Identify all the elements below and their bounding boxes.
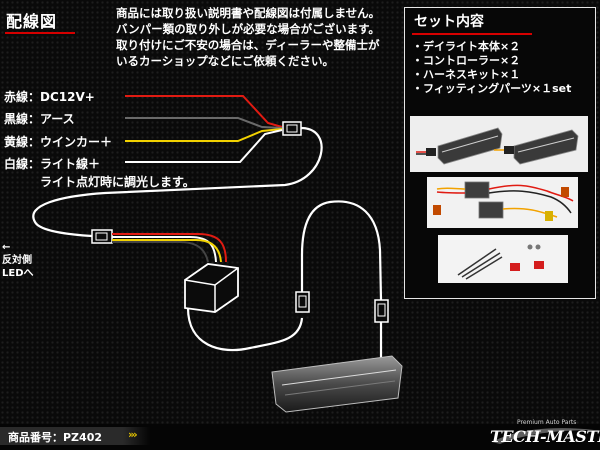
page-title: 配線図 bbox=[6, 12, 58, 31]
brand-logo: TECH-MASTER bbox=[490, 427, 600, 446]
daylight-lamp-icon bbox=[437, 127, 503, 165]
wire-label-black: 黒線：アース bbox=[4, 112, 75, 126]
side-label-line: 反対側 bbox=[2, 255, 32, 266]
wire-note: ライト点灯時に調光します。 bbox=[40, 175, 195, 189]
connector-icon bbox=[91, 229, 113, 244]
notice-line: 商品には取り扱い説明書や配線図は付属しません。 bbox=[116, 6, 381, 20]
connector-icon bbox=[295, 291, 310, 313]
list-item: ・フィッティングパーツ×１set bbox=[412, 82, 572, 95]
photo-daylight-units bbox=[410, 116, 588, 172]
photo-fitting-parts bbox=[438, 235, 568, 283]
chevron-right-icon: ››› bbox=[128, 428, 138, 441]
controller-box-icon bbox=[464, 181, 504, 219]
wire-label-red: 赤線：DC12V+ bbox=[4, 90, 95, 104]
wire-controller-to-lamp bbox=[186, 307, 304, 352]
notice-line: バンパー類の取り外しが必要な場合がございます。 bbox=[116, 22, 380, 36]
wire-yellow bbox=[125, 128, 283, 142]
set-contents-underline bbox=[412, 33, 532, 35]
wire-black bbox=[125, 117, 283, 129]
title-underline bbox=[5, 32, 75, 34]
wire-lamp-loop bbox=[300, 200, 383, 305]
list-item: ・コントローラー×２ bbox=[412, 54, 521, 67]
harness-yellow bbox=[112, 239, 222, 263]
side-label-line: LEDへ bbox=[2, 268, 34, 279]
controller-box-icon bbox=[184, 263, 239, 313]
brand-tagline: Premium Auto Parts bbox=[517, 419, 577, 426]
list-item: ・ハーネスキット×１ bbox=[412, 68, 521, 81]
wire-white-loop bbox=[32, 126, 323, 238]
wire-label-white: 白線：ライト線＋ bbox=[4, 157, 101, 171]
wire-red bbox=[125, 95, 283, 128]
product-code-box bbox=[0, 427, 150, 445]
wire-label-yellow: 黄線：ウインカー＋ bbox=[4, 135, 113, 149]
brand-swoosh bbox=[492, 428, 594, 444]
notice-line: 取り付けにご不安の場合は、ディーラーや整備士が bbox=[116, 38, 380, 52]
list-item: ・デイライト本体×２ bbox=[412, 40, 521, 53]
daylight-lamp-icon bbox=[271, 355, 403, 413]
opposite-side-label: ← 反対側 LEDへ bbox=[2, 241, 34, 280]
harness-black bbox=[112, 241, 209, 263]
notice-line: いるカーショップなどにご依頼ください。 bbox=[116, 54, 335, 68]
connector-icon bbox=[374, 299, 389, 323]
harness-red bbox=[112, 233, 227, 263]
connector-icon bbox=[282, 121, 302, 136]
daylight-lamp-icon bbox=[513, 129, 579, 165]
notice-text: 商品には取り扱い説明書や配線図は付属しません。 バンパー類の取り外しが必要な場合… bbox=[116, 5, 406, 69]
set-contents-list: ・デイライト本体×２ ・コントローラー×２ ・ハーネスキット×１ ・フィッティン… bbox=[412, 40, 571, 96]
arrow-left-icon: ← bbox=[2, 242, 11, 253]
product-code: 商品番号：PZ402 bbox=[8, 431, 102, 444]
wire-white bbox=[125, 129, 283, 163]
set-contents-title: セット内容 bbox=[414, 14, 484, 30]
photo-controllers-harness bbox=[427, 177, 578, 228]
